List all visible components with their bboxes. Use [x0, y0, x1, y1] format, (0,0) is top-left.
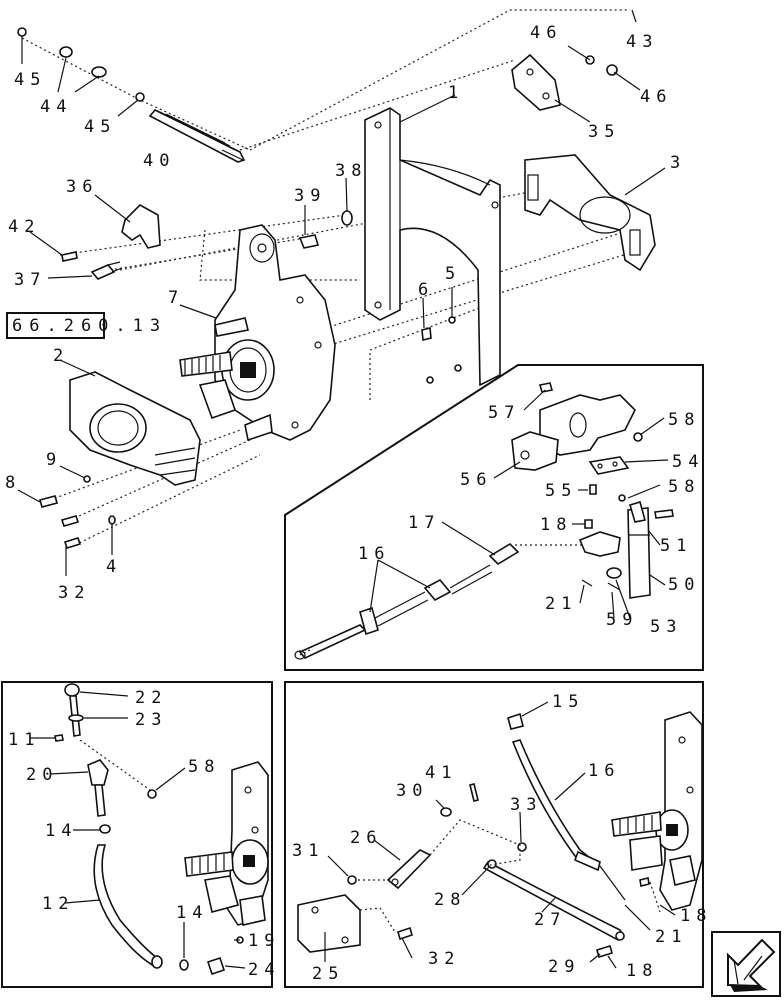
callout-5: 5	[445, 264, 461, 284]
callout-20: 20	[26, 765, 58, 785]
callout-12: 12	[42, 894, 74, 914]
callout-28: 28	[434, 890, 466, 910]
callout-41: 41	[425, 763, 457, 783]
callout-37: 37	[14, 270, 46, 290]
callout-59: 59	[606, 610, 638, 630]
callout-39: 39	[294, 186, 326, 206]
callout-6: 6	[418, 280, 434, 300]
callout-35: 35	[588, 122, 620, 142]
callout-14-upper: 14	[45, 821, 77, 841]
callout-18: 18	[540, 515, 572, 535]
callout-14-lower: 14	[176, 903, 208, 923]
callout-58-top: 58	[668, 410, 700, 430]
callout-56: 56	[460, 470, 492, 490]
callout-11: 11	[8, 730, 40, 750]
callout-9: 9	[46, 450, 62, 470]
callout-30: 30	[396, 781, 428, 801]
callout-53: 53	[650, 617, 682, 637]
callout-18-bottom: 18	[626, 961, 658, 981]
callout-29: 29	[548, 957, 580, 977]
callout-26: 26	[350, 828, 382, 848]
callout-24: 24	[248, 960, 280, 980]
cable-inset	[284, 364, 704, 671]
callout-25: 25	[312, 964, 344, 984]
callout-40: 40	[143, 151, 175, 171]
callout-46-top: 46	[530, 23, 562, 43]
callout-32-right: 32	[428, 949, 460, 969]
callout-31: 31	[292, 841, 324, 861]
left-inset-frame	[1, 681, 273, 988]
callout-54: 54	[672, 452, 704, 472]
callout-44: 44	[40, 97, 72, 117]
callout-58: 58	[668, 477, 700, 497]
callout-32: 32	[58, 583, 90, 603]
callout-8: 8	[5, 473, 21, 493]
callout-15: 15	[552, 692, 584, 712]
callout-42: 42	[8, 217, 40, 237]
callout-33: 33	[510, 795, 542, 815]
callout-2: 2	[53, 346, 69, 366]
callout-19: 19	[248, 931, 280, 951]
cable-callouts: 57 58 54 56 55 58 17 18 16 51 50 21 59 5…	[358, 403, 704, 637]
callout-46: 46	[640, 87, 672, 107]
callout-3: 3	[670, 153, 686, 173]
callout-43: 43	[626, 32, 658, 52]
callout-21: 21	[545, 594, 577, 614]
callout-27: 27	[534, 910, 566, 930]
cable-inset-frame	[284, 364, 704, 671]
callout-16: 16	[358, 544, 390, 564]
callout-38: 38	[335, 161, 367, 181]
right-inset	[284, 681, 704, 988]
callout-7: 7	[168, 288, 184, 308]
left-callouts: 22 23 11 20 58 14 12 14 19 24	[8, 688, 280, 980]
callout-16-right: 16	[588, 761, 620, 781]
callout-55: 55	[545, 481, 577, 501]
reference-box[interactable]: 66.260.13	[6, 312, 167, 339]
callout-50: 50	[668, 575, 700, 595]
callout-1: 1	[448, 83, 464, 103]
callout-18-right: 18	[680, 906, 712, 926]
callout-45-left: 45	[14, 70, 46, 90]
reference-box-frame	[6, 312, 105, 339]
callout-36: 36	[66, 177, 98, 197]
callout-4: 4	[106, 557, 122, 577]
main-assembly	[17, 9, 666, 576]
left-inset	[1, 681, 273, 988]
callout-23: 23	[135, 710, 167, 730]
right-callouts: 15 41 16 30 33 26 31 28 18 27 21 25 32 2…	[292, 692, 712, 984]
callout-45: 45	[84, 117, 116, 137]
reference-box-text[interactable]: 66.260.13	[12, 316, 167, 336]
callout-57: 57	[488, 403, 520, 423]
callout-51: 51	[660, 536, 692, 556]
main-callouts: 46 43 45 44 45 46 1 35 3 40 38 36 39 42 …	[5, 23, 686, 603]
callout-58-left: 58	[188, 757, 220, 777]
right-inset-frame	[284, 681, 704, 988]
callout-22: 22	[135, 688, 167, 708]
previous-page-arrow-icon[interactable]	[711, 931, 781, 997]
callout-17: 17	[408, 513, 440, 533]
callout-21-right: 21	[655, 927, 687, 947]
